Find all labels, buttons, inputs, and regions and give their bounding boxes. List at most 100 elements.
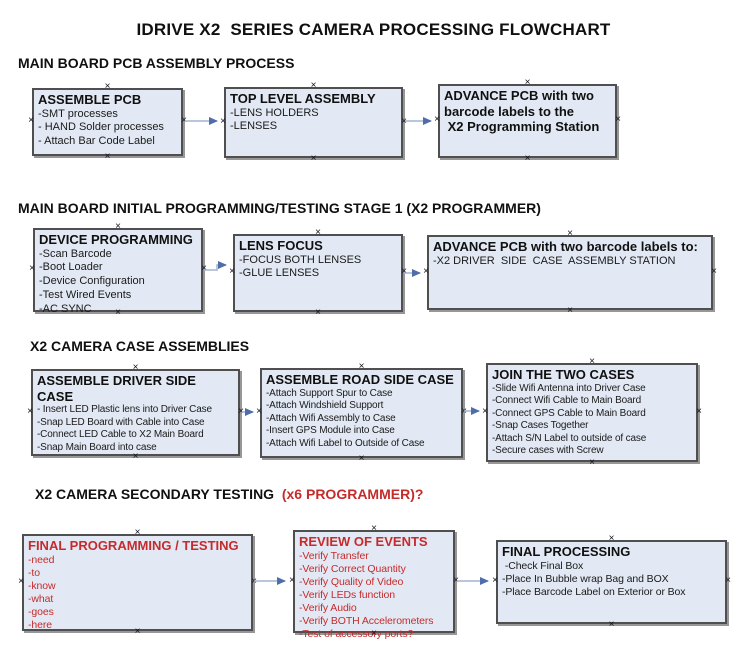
connection-point-icon [614, 116, 622, 124]
page-title: IDRIVE X2 SERIES CAMERA PROCESSING FLOWC… [136, 20, 611, 39]
connection-point-icon [27, 117, 35, 125]
connection-point-icon [608, 535, 616, 543]
connection-point-icon [588, 358, 596, 366]
section-header-case-assemblies: X2 CAMERA CASE ASSEMBLIES [30, 338, 250, 354]
box-item: -Verify Quality of Video [299, 575, 404, 588]
box-item: -Snap LED Board with Cable into Case [37, 416, 205, 428]
connection-point-icon [314, 309, 322, 317]
connection-point-icon [310, 82, 318, 90]
box-item: -Snap Cases Together [492, 420, 589, 432]
box-item: -Check Final Box [502, 559, 584, 572]
connection-point-icon [288, 577, 296, 585]
box-item: -Place In Bubble wrap Bag and BOX [502, 572, 669, 585]
box-item: -Verify BOTH Accelerometers [299, 615, 434, 628]
box-title: ADVANCE PCB with two barcode labels to t… [444, 88, 600, 135]
box-item: -Attach Wifi Label to Outside of Case [266, 437, 425, 449]
box-item: -Snap Main Board into case [37, 441, 157, 453]
box-item: -Attach Support Spur to Case [266, 387, 393, 399]
box-item: -Boot Loader [39, 261, 103, 274]
section-header-pcb-assembly: MAIN BOARD PCB ASSEMBLY PROCESS [18, 55, 295, 71]
box-item: -Device Configuration [39, 275, 145, 288]
box-item: -FOCUS BOTH LENSES [239, 253, 362, 266]
section-header-initial-programming: MAIN BOARD INITIAL PROGRAMMING/TESTING S… [18, 200, 541, 216]
box-title: ADVANCE PCB with two barcode labels to: [433, 239, 698, 254]
box-item: - HAND Solder processes [38, 121, 164, 134]
box-item: -what [28, 592, 54, 605]
connection-point-icon [132, 453, 140, 461]
connection-point-icon [524, 79, 532, 87]
connection-point-icon [228, 268, 236, 276]
connection-point-icon [28, 265, 36, 273]
flow-box-assemble-driver-side-case: ASSEMBLE DRIVER SIDE CASE - Insert LED P… [31, 369, 240, 456]
box-item: -Slide Wifi Antenna into Driver Case [492, 382, 646, 394]
box-item: -need [28, 553, 55, 566]
box-item: -LENSES [230, 120, 278, 133]
connection-point-icon [400, 268, 408, 276]
flow-box-lens-focus: LENS FOCUS -FOCUS BOTH LENSES -GLUE LENS… [233, 234, 403, 312]
box-item: -here [28, 619, 53, 632]
connection-point-icon [481, 408, 489, 416]
connection-point-icon [104, 83, 112, 91]
connection-point-icon [180, 117, 188, 125]
connection-point-icon [566, 307, 574, 315]
box-item: -SMT processes [38, 107, 118, 120]
box-item: -Verify Audio [299, 602, 357, 615]
connection-point-icon [588, 459, 596, 467]
box-item: -Test of accessory ports? [299, 628, 414, 641]
box-item: -GLUE LENSES [239, 267, 320, 280]
connection-point-icon [17, 578, 25, 586]
connection-point-icon [460, 408, 468, 416]
box-title: JOIN THE TWO CASES [492, 367, 635, 382]
connection-point-icon [358, 455, 366, 463]
connection-point-icon [104, 153, 112, 161]
section-header-red-text: (x6 PROGRAMMER)? [274, 486, 424, 502]
box-item: -Insert GPS Module into Case [266, 425, 395, 437]
connection-point-icon [566, 230, 574, 238]
box-title: TOP LEVEL ASSEMBLY [230, 91, 376, 106]
box-item: -Attach Wifi Assembly to Case [266, 412, 396, 424]
box-item: - Insert LED Plastic lens into Driver Ca… [37, 404, 212, 416]
box-item: -Connect LED Cable to X2 Main Board [37, 429, 204, 441]
connection-point-icon [134, 529, 142, 537]
box-title: FINAL PROCESSING [502, 544, 631, 559]
flow-box-advance-pcb-driver-side-station: ADVANCE PCB with two barcode labels to: … [427, 235, 713, 310]
connection-point-icon [200, 265, 208, 273]
connection-point-icon [132, 364, 140, 372]
box-item: -Scan Barcode [39, 247, 112, 260]
connection-point-icon [452, 577, 460, 585]
box-title: FINAL PROGRAMMING / TESTING [28, 538, 239, 553]
connection-point-icon [314, 229, 322, 237]
box-item: -AC SYNC [39, 302, 92, 315]
connection-point-icon [370, 525, 378, 533]
connection-point-icon [608, 621, 616, 629]
box-item: -Connect Wifi Cable to Main Board [492, 395, 642, 407]
box-title: LENS FOCUS [239, 238, 323, 253]
box-item: -Place Barcode Label on Exterior or Box [502, 585, 686, 598]
flow-box-assemble-road-side-case: ASSEMBLE ROAD SIDE CASE -Attach Support … [260, 368, 463, 458]
box-title: ASSEMBLE ROAD SIDE CASE [266, 372, 454, 387]
connection-point-icon [310, 155, 318, 163]
connection-point-icon [26, 408, 34, 416]
box-title: DEVICE PROGRAMMING [39, 232, 193, 247]
flow-box-review-of-events: REVIEW OF EVENTS -Verify Transfer -Verif… [293, 530, 455, 640]
box-item: -Attach Windshield Support [266, 400, 384, 412]
flow-box-device-programming: DEVICE PROGRAMMING -Scan Barcode -Boot L… [33, 228, 203, 315]
box-title: ASSEMBLE PCB [38, 92, 142, 107]
connection-point-icon [524, 155, 532, 163]
box-item: -Connect GPS Cable to Main Board [492, 407, 646, 419]
box-item: -Secure cases with Screw [492, 445, 604, 457]
connection-point-icon [255, 408, 263, 416]
box-item: -Test Wired Events [39, 288, 132, 301]
box-item: -to [28, 566, 40, 579]
connection-point-icon [114, 223, 122, 231]
arrow-device-to-lensfocus [204, 261, 227, 271]
connection-point-icon [237, 408, 245, 416]
box-item: -goes [28, 606, 54, 619]
connection-point-icon [710, 268, 718, 276]
flow-box-advance-pcb-programming-station: ADVANCE PCB with two barcode labels to t… [438, 84, 617, 158]
connection-point-icon [724, 577, 732, 585]
box-title: ASSEMBLE DRIVER SIDE CASE [37, 373, 200, 404]
flow-box-final-programming-testing: FINAL PROGRAMMING / TESTING -need -to -k… [22, 534, 253, 631]
box-item: -Attach S/N Label to outside of case [492, 432, 647, 444]
